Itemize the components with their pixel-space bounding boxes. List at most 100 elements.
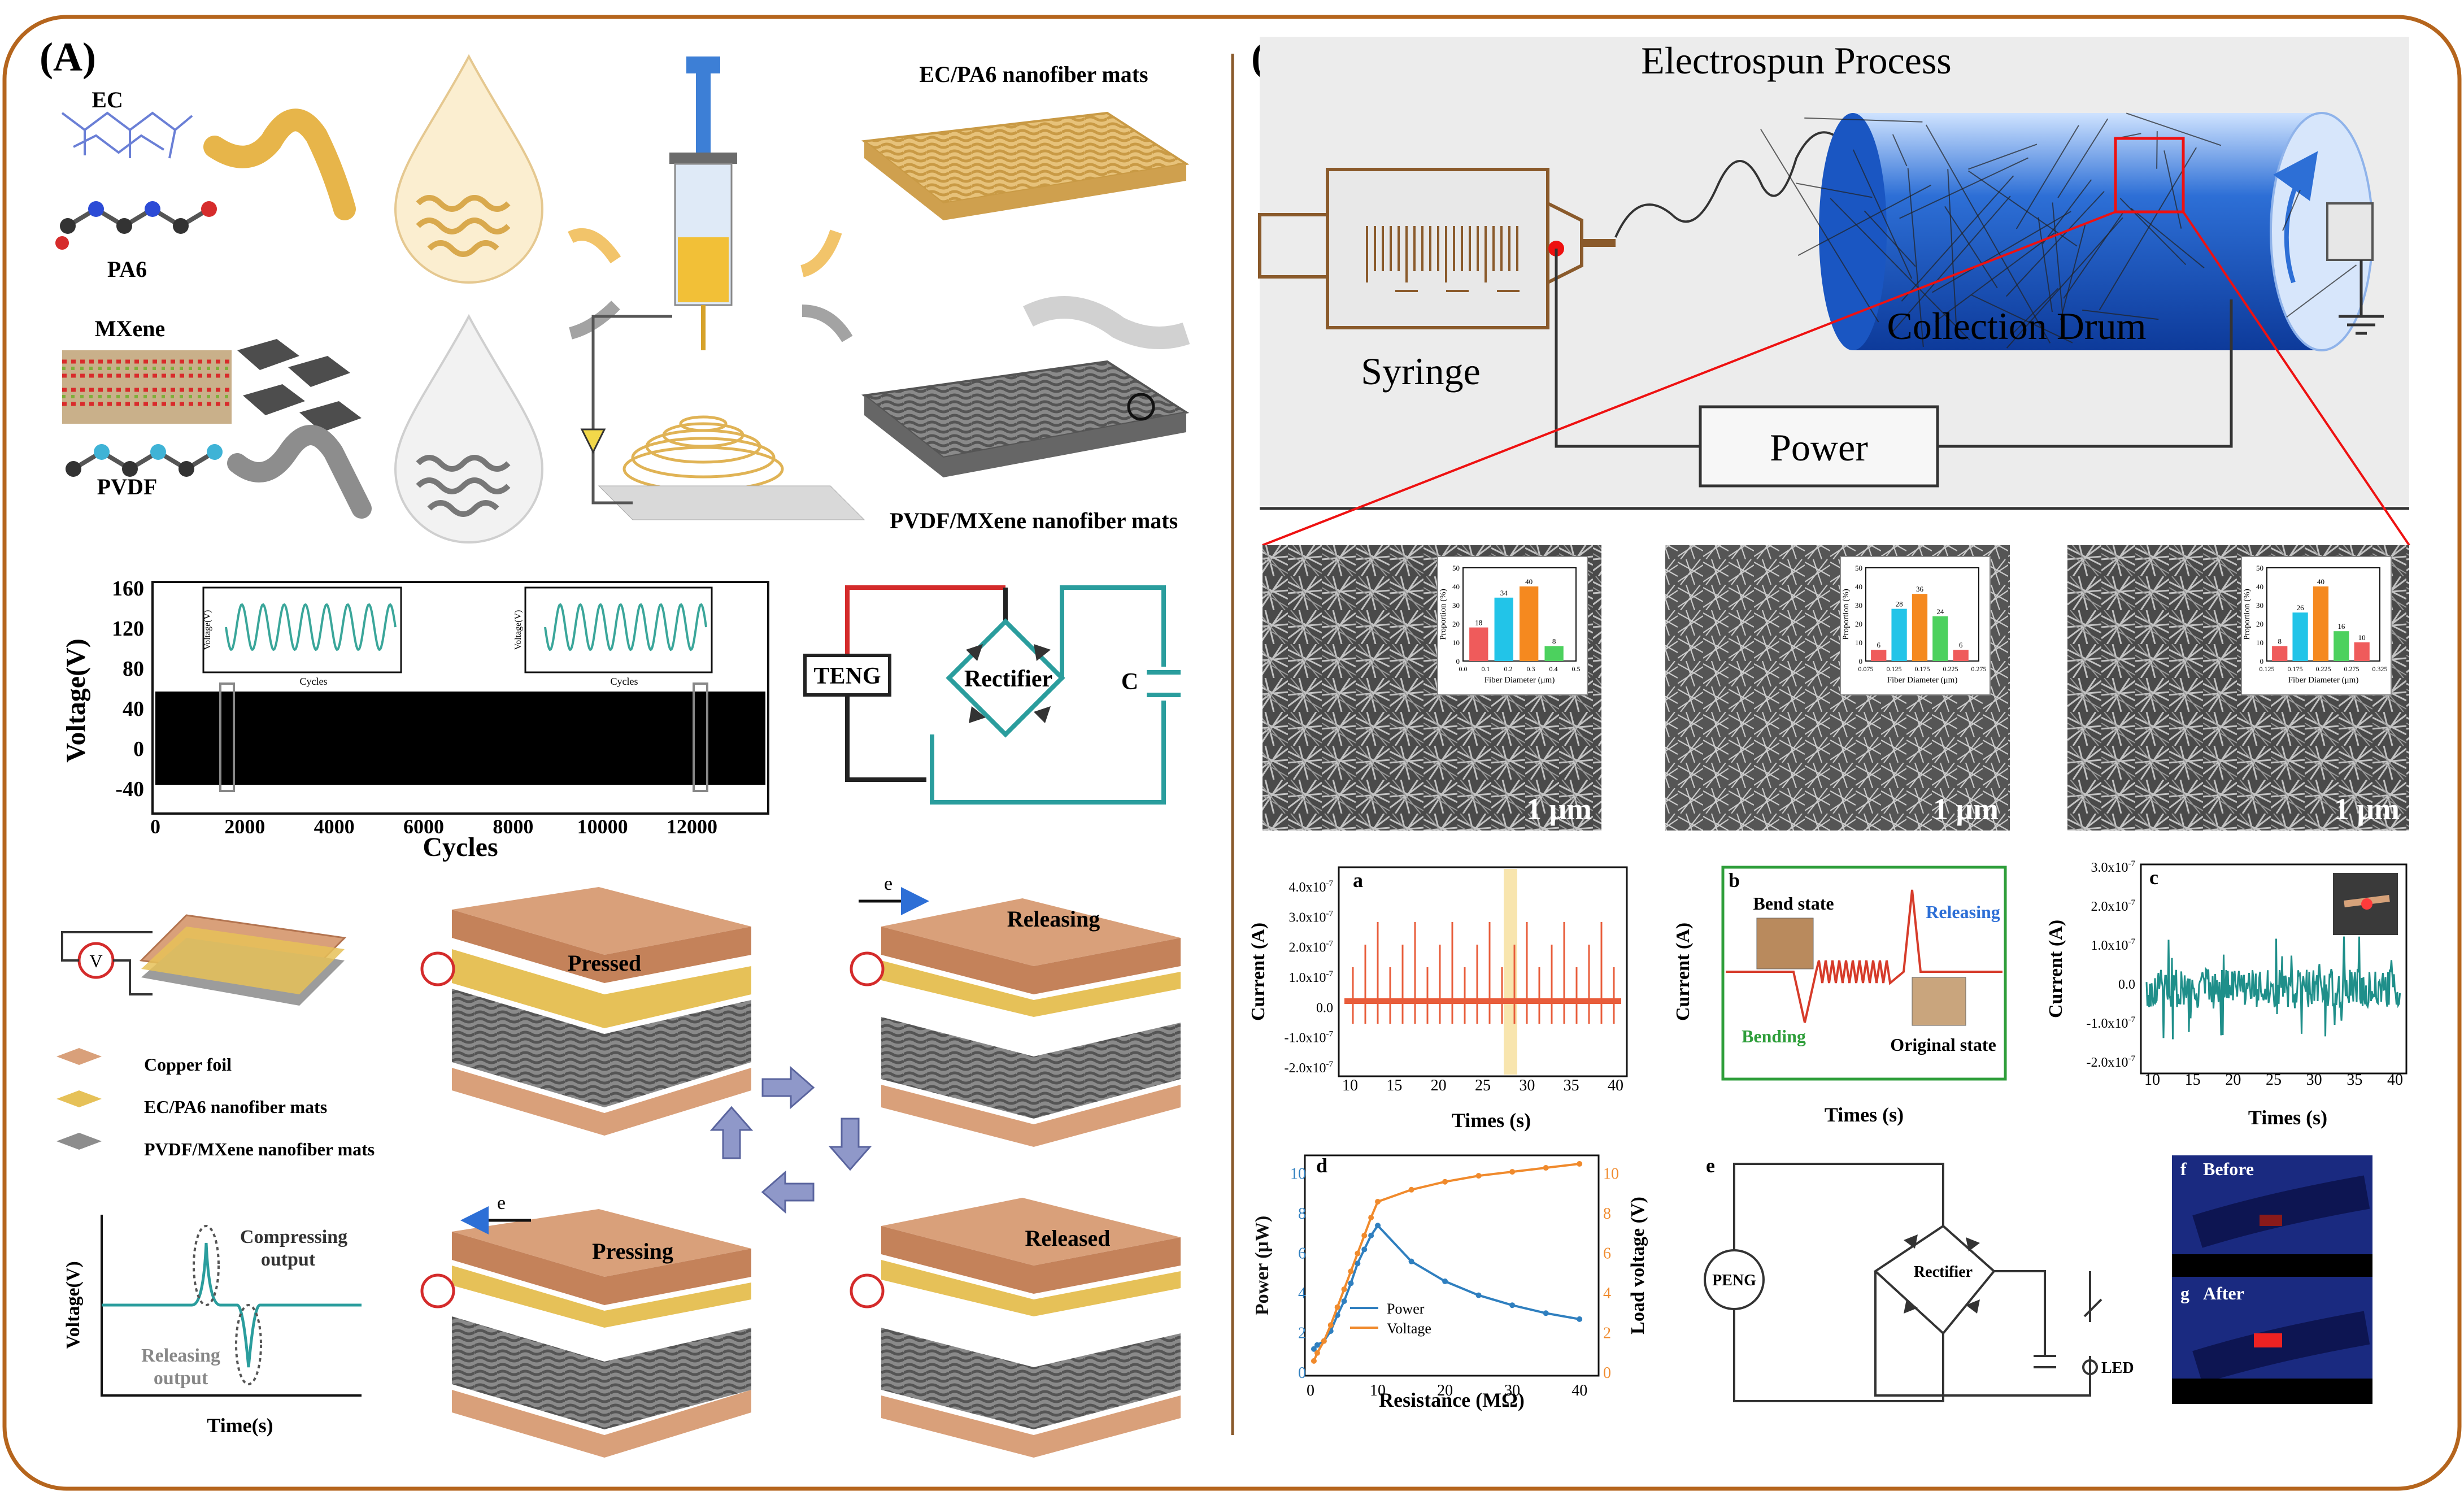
chart-d-xtick: 40 [1571, 1382, 1587, 1399]
voltage-xtick: 4000 [314, 815, 355, 838]
inset-right-ylabel: Voltage(V) [513, 610, 523, 650]
histogram-bar [1494, 597, 1513, 661]
mxene-crystal [62, 350, 232, 424]
histogram-bar [1891, 608, 1907, 661]
histogram-bar-label: 18 [1475, 619, 1482, 627]
voltage-ytick: 40 [123, 697, 144, 721]
current-chart-c: c 3.0x10-72.0x10-71.0x10-70.0-1.0x10-7-2… [2045, 859, 2408, 1129]
chart-d-xtick: 30 [1504, 1382, 1520, 1399]
current-ytick: 0.0 [2118, 977, 2135, 992]
chart-b-bend: Bend state [1753, 893, 1834, 914]
chart-d-point-voltage [1334, 1304, 1340, 1310]
inset-left-wave [225, 603, 397, 651]
histogram-xtick: 0.075 [1858, 665, 1874, 673]
current-xtick: 10 [2144, 1071, 2160, 1089]
photo-after-footer [2172, 1379, 2372, 1404]
current-xtick: 20 [1431, 1077, 1447, 1094]
droplet-ec-pa6 [394, 54, 544, 284]
spinning-coil [622, 415, 784, 492]
cycle-arrows [709, 1066, 872, 1214]
voltage-chart-xlabel: Cycles [423, 832, 498, 862]
voltage-xtick: 0 [150, 815, 160, 838]
chart-d-point-power [1543, 1310, 1549, 1316]
histogram-bar [1469, 627, 1488, 661]
chart-d-point-voltage [1355, 1250, 1361, 1256]
histogram-ytick: 0 [1456, 657, 1460, 666]
chart-d-point-power [1475, 1292, 1482, 1298]
current-ytick: 1.0x10-7 [2091, 937, 2136, 953]
ec-label: EC [92, 87, 123, 112]
chart-d-y2tick: 0 [1603, 1364, 1611, 1382]
chart-d-point-power [1361, 1246, 1368, 1253]
power-label: Power [1770, 426, 1868, 469]
sem-scale-3: 1 μm [2334, 792, 2400, 826]
chart-a-spikes [1344, 922, 1621, 1024]
current-xtick: 35 [1564, 1077, 1579, 1094]
histogram-xtick: 0.275 [2344, 665, 2359, 673]
chart-b-releasing: Releasing [1926, 902, 2000, 922]
current-ytick: -2.0x10-7 [2087, 1054, 2136, 1070]
chart-d-xtick: 20 [1437, 1382, 1453, 1399]
inset-left [202, 586, 402, 673]
chart-d-y2label: Load voltage (V) [1627, 1197, 1648, 1334]
current-xtick: 10 [1342, 1077, 1358, 1094]
inset-right [524, 586, 713, 673]
histogram-bar-label: 40 [2317, 577, 2324, 586]
pa6-molecule [55, 201, 217, 250]
chart-d-point-voltage [1475, 1173, 1482, 1179]
mxene-label: MXene [95, 316, 165, 341]
ec-pa6-mats-label: EC/PA6 nanofiber mats [919, 62, 1148, 87]
histogram-bar-label: 6 [1959, 641, 1963, 649]
histogram-xtick: 0.2 [1504, 665, 1513, 673]
chart-d-point-voltage [1442, 1179, 1448, 1185]
chart-d-point-voltage [1368, 1215, 1374, 1221]
power-box [1699, 405, 1939, 488]
circuit-e-rectifier: Rectifier [1914, 1263, 1973, 1281]
chart-d-point-voltage [1327, 1322, 1334, 1328]
histogram-xtick: 0.125 [2260, 665, 2275, 673]
legend-copper: Copper foil [144, 1054, 232, 1075]
chart-b-original: Original state [1890, 1034, 1996, 1055]
chart-d-point-power [1408, 1258, 1414, 1264]
circuit-e-source: PENG [1712, 1272, 1756, 1289]
process-title: Electrospun Process [1641, 39, 1952, 82]
histogram-xtick: 0.0 [1459, 665, 1468, 673]
syringe-label: Syringe [1361, 350, 1481, 393]
current-ytick: 3.0x10-7 [2091, 859, 2136, 875]
chart-a-ylabel: Current (A) [1248, 923, 1269, 1021]
chart-d-point-voltage [1375, 1198, 1381, 1205]
jet [1614, 131, 1848, 238]
histogram-xtick: 0.225 [2316, 665, 2331, 673]
releasing-label: Releasing [1007, 906, 1100, 932]
output-chart-xlabel: Time(s) [207, 1414, 273, 1437]
histogram-xtick: 0.4 [1549, 665, 1558, 673]
voltage-xtick: 2000 [224, 815, 265, 838]
chart-c-ylabel: Current (A) [2045, 920, 2066, 1018]
pressed-state: Pressed [420, 887, 751, 1136]
histogram-bar-label: 8 [1552, 637, 1556, 646]
voltage-xtick: 12000 [667, 815, 717, 838]
process-arrow-3 [800, 229, 842, 277]
legend-pvdf-mxene: PVDF/MXene nanofiber mats [144, 1139, 375, 1159]
rectifier-label-a: Rectifier [964, 666, 1052, 692]
current-ytick: -2.0x10-7 [1285, 1060, 1334, 1076]
histogram-bar-label: 10 [2358, 633, 2366, 642]
chart-d-y2tick: 2 [1603, 1325, 1611, 1342]
chart-d-xlabel: Resistance (MΩ) [1379, 1389, 1525, 1411]
chart-b-xlabel: Times (s) [1825, 1103, 1904, 1126]
histogram-ytick: 20 [2256, 620, 2263, 628]
circuit-e-led: LED [2101, 1359, 2134, 1377]
histogram-ylabel: Proportion (%) [1842, 589, 1851, 640]
current-xtick: 15 [2185, 1071, 2201, 1089]
current-ytick: -1.0x10-7 [1285, 1030, 1334, 1046]
histogram-xtick: 0.125 [1887, 665, 1902, 673]
chart-d-point-power [1348, 1280, 1354, 1286]
pa6-label: PA6 [107, 256, 147, 282]
photo-before-led [2260, 1215, 2282, 1226]
histogram-ytick: 40 [1855, 582, 1862, 591]
current-xtick: 40 [1608, 1077, 1623, 1094]
